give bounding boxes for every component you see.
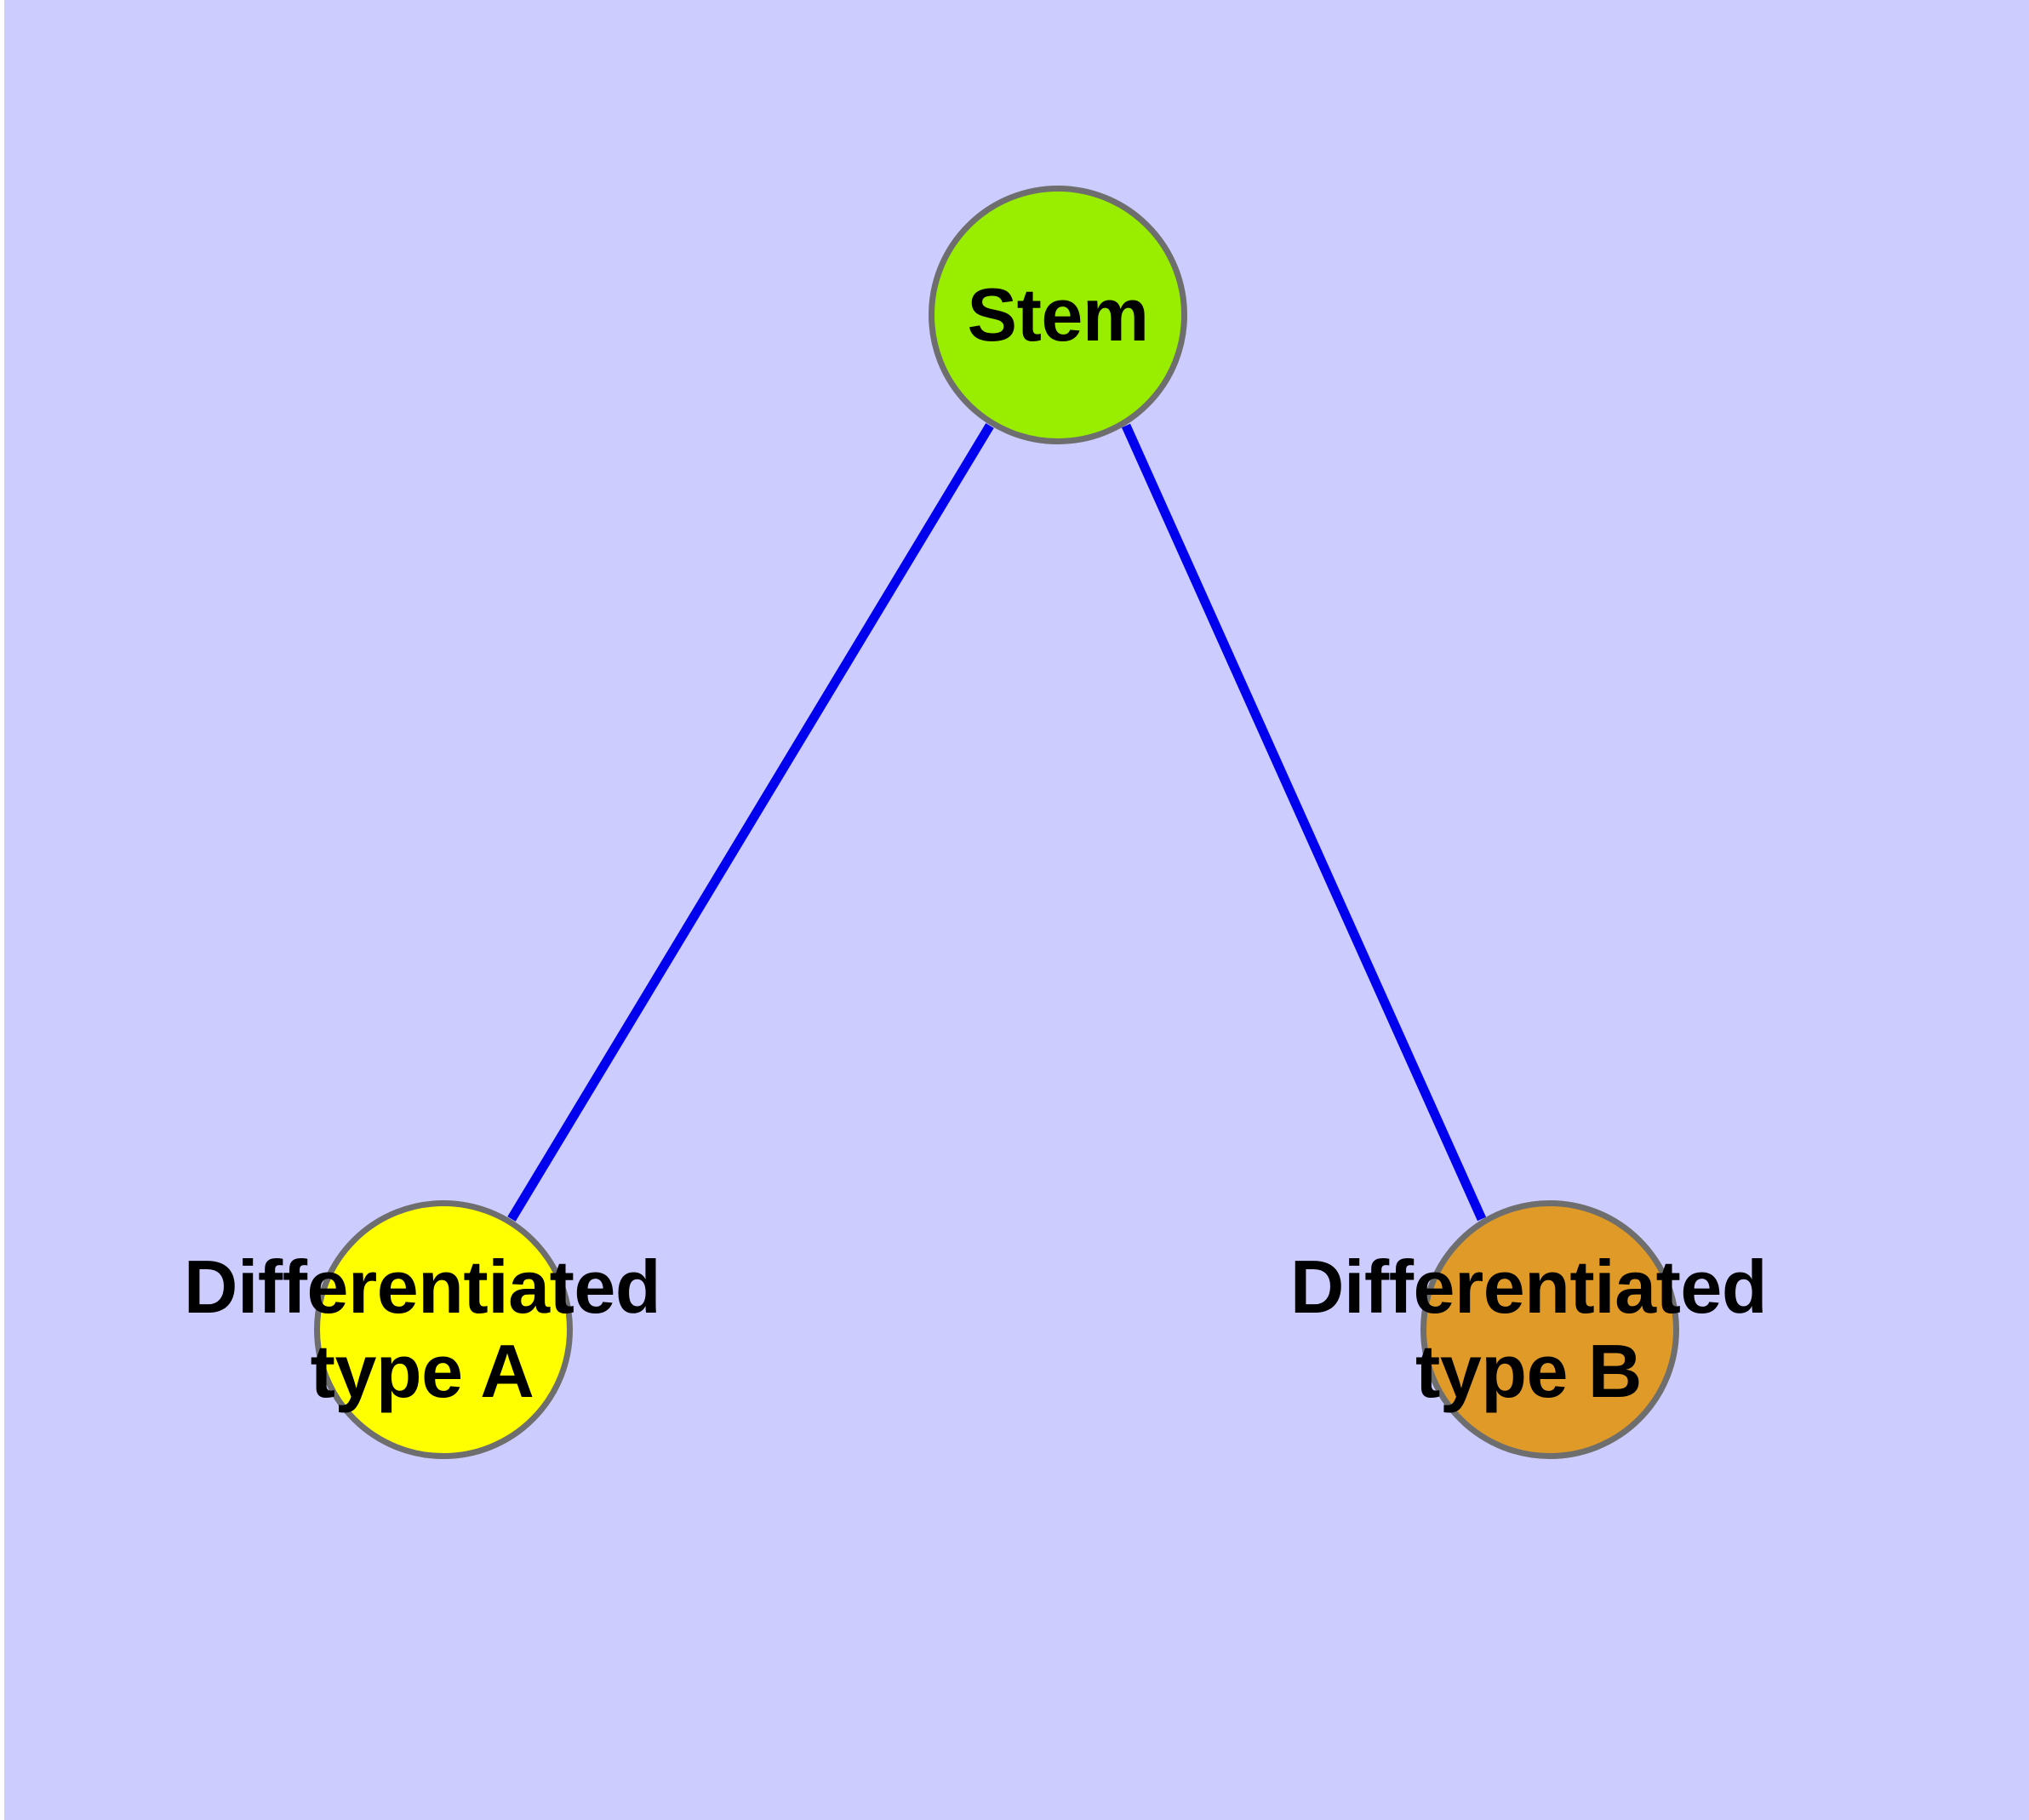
edge-stem-to-diff-a (507, 423, 994, 1222)
node-diff-b[interactable] (1420, 1200, 1679, 1459)
edge-stem-to-diff-b (1121, 423, 1487, 1222)
node-diff-a[interactable] (314, 1200, 573, 1459)
node-stem[interactable] (929, 186, 1187, 444)
